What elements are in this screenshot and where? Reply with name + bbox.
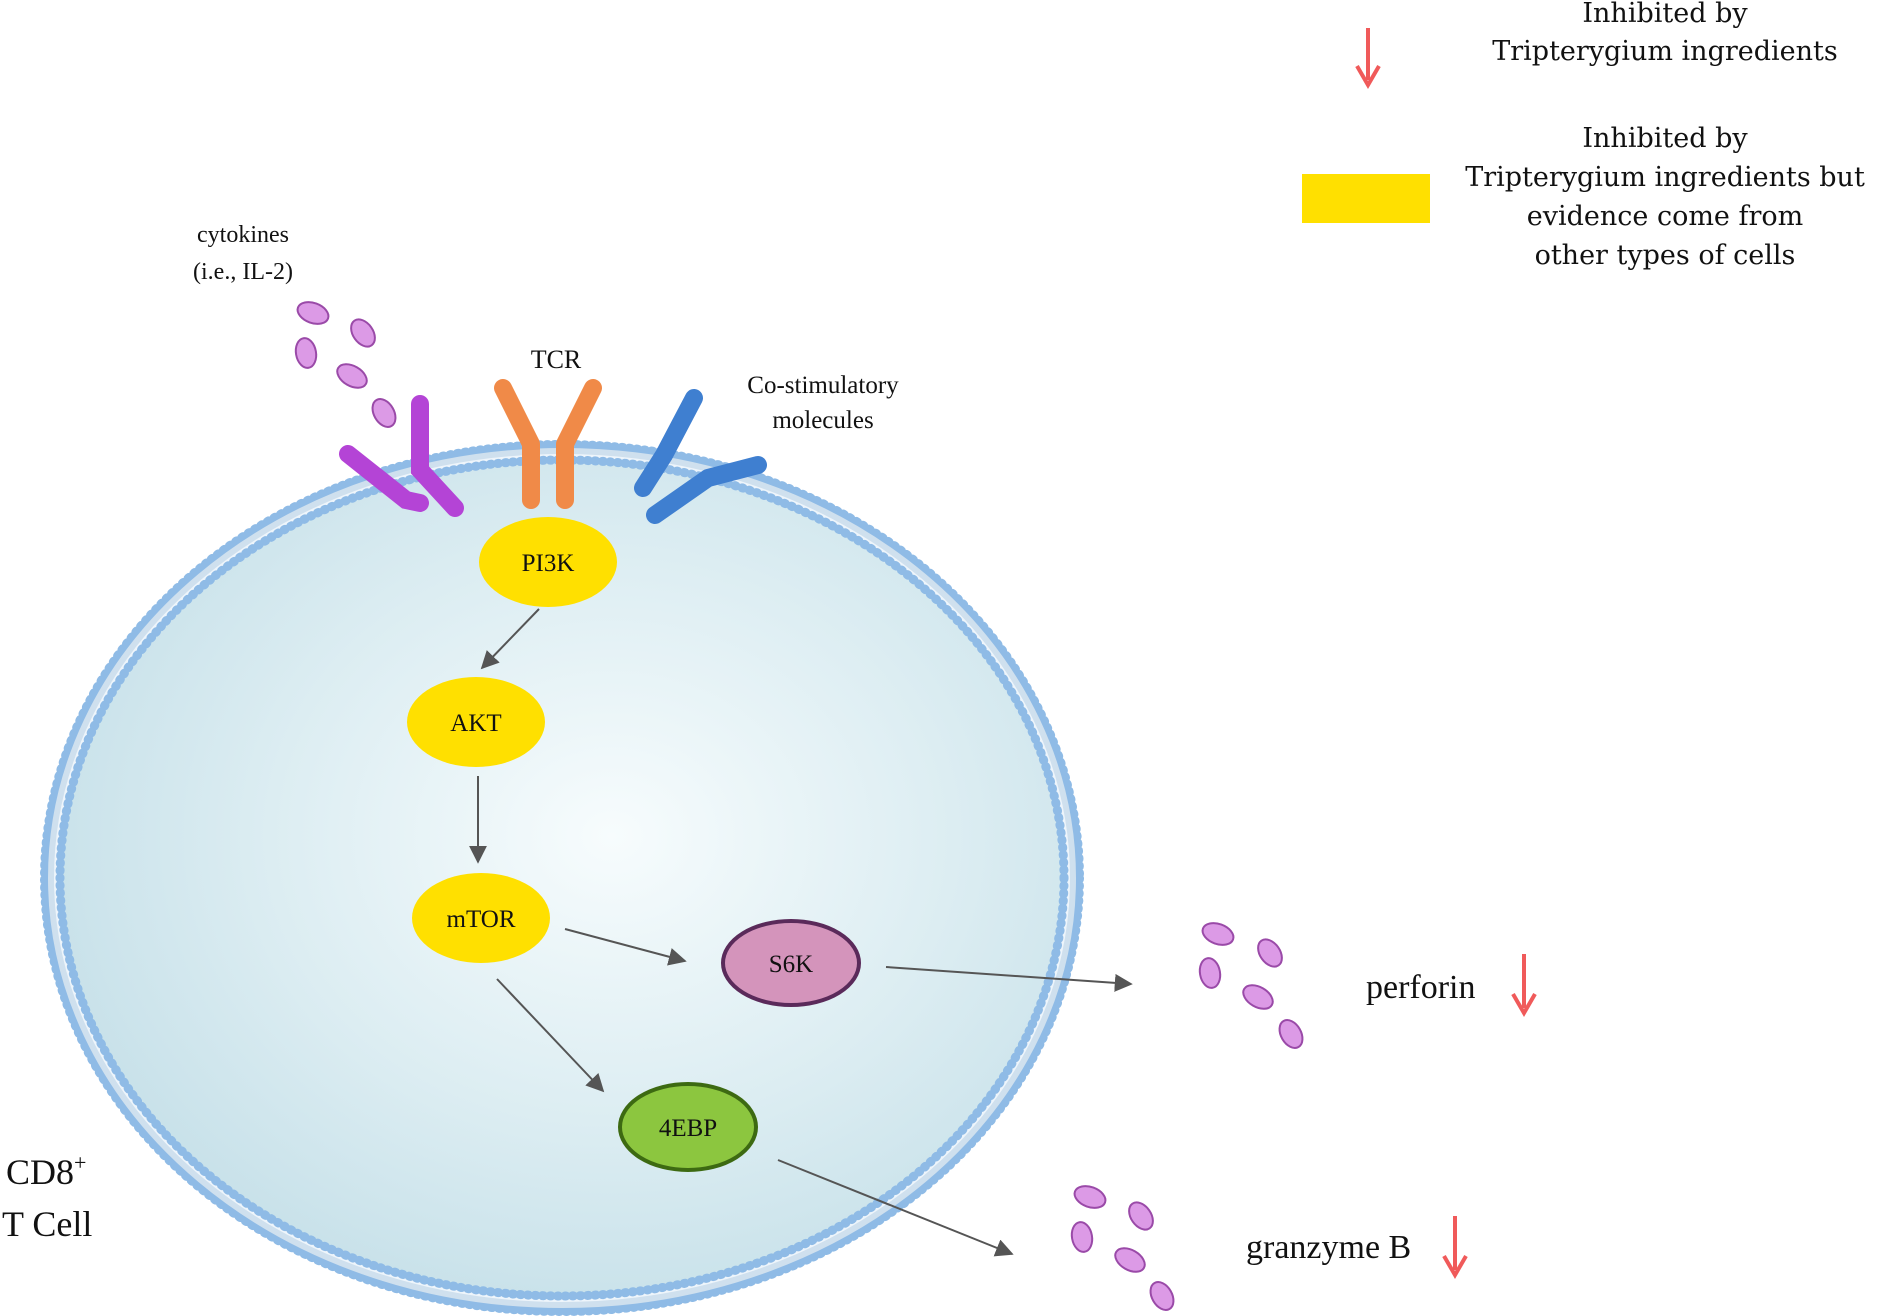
- cell-label-line1: CD8: [6, 1152, 74, 1192]
- arrow-mtor-to-4ebp: [496, 978, 605, 1093]
- cytokine-particle: [350, 318, 376, 348]
- legend: Inhibited by Tripterygium ingredients In…: [1302, 0, 1865, 271]
- legend-box-text-line1: Inhibited by: [1582, 123, 1748, 154]
- cytokine-particles: [294, 301, 397, 428]
- cell-label-superscript: +: [74, 1150, 86, 1175]
- node-pi3k-label: PI3K: [522, 550, 575, 577]
- granzyme-inhibition-arrow-head: [1442, 1254, 1468, 1279]
- legend-box-text-line3: evidence come from: [1527, 201, 1804, 232]
- node-pi3k-shape: [479, 517, 617, 607]
- perforin-particle: [1242, 984, 1274, 1010]
- node-s6k-shape: [721, 919, 861, 1007]
- node-akt-label: AKT: [450, 710, 501, 737]
- legend-box-text-line2: Tripterygium ingredients but: [1465, 162, 1865, 193]
- granzyme-particle: [1149, 1281, 1175, 1311]
- node-4ebp: 4EBP: [618, 1082, 758, 1172]
- arrow-4ebp-to-granzyme: [777, 1159, 1014, 1257]
- arrow-mtor-to-s6k: [564, 928, 687, 966]
- cytokines-label: cytokines: [197, 222, 289, 248]
- node-mtor-shape: [412, 873, 550, 963]
- arrow-pi3k-to-akt: [480, 608, 540, 670]
- granzyme-particle: [1073, 1185, 1107, 1209]
- node-4ebp-label: 4EBP: [659, 1115, 717, 1142]
- node-s6k-label: S6K: [769, 951, 813, 978]
- cytokines-example-label: (i.e., IL-2): [193, 259, 293, 285]
- granzyme-inhibition-arrow: [1442, 1216, 1468, 1279]
- perforin-particle: [1198, 957, 1222, 989]
- legend-box-text-line4: other types of cells: [1535, 240, 1796, 271]
- node-s6k: S6K: [721, 919, 861, 1007]
- perforin-particle: [1257, 938, 1283, 968]
- costimulatory-label: Co-stimulatory: [747, 372, 899, 399]
- perforin-particle: [1201, 922, 1235, 946]
- granzyme-label: granzyme B: [1246, 1229, 1411, 1266]
- node-akt: AKT: [407, 677, 545, 767]
- perforin-particles: [1198, 922, 1304, 1049]
- pathway-arrows: [469, 608, 1133, 1257]
- legend-inhibition-arrow-icon: [1355, 28, 1381, 89]
- node-mtor: mTOR: [412, 873, 550, 963]
- perforin-inhibition-arrow-head: [1511, 992, 1537, 1017]
- legend-inhibition-arrow-head: [1355, 64, 1381, 89]
- perforin-inhibition-arrow: [1511, 954, 1537, 1017]
- granzyme-particle: [1114, 1247, 1146, 1273]
- node-akt-shape: [407, 677, 545, 767]
- legend-arrow-text-line2: Tripterygium ingredients: [1492, 36, 1838, 67]
- granzyme-particles: [1070, 1185, 1175, 1311]
- legend-arrow-text-line1: Inhibited by: [1582, 0, 1748, 29]
- costimulatory-receptor: [634, 389, 767, 524]
- arrow-s6k-to-perforin: [885, 966, 1133, 992]
- cytokine-particle: [294, 337, 318, 369]
- costimulatory-label-line2: molecules: [772, 407, 873, 434]
- cytokine-receptor: [339, 395, 464, 517]
- node-4ebp-shape: [618, 1082, 758, 1172]
- cell: [40, 440, 1084, 1316]
- perforin-label: perforin: [1366, 969, 1476, 1006]
- perforin-particle: [1278, 1019, 1304, 1049]
- granzyme-particle: [1128, 1201, 1154, 1231]
- tcr-receptor: [494, 379, 602, 509]
- cell-label-line2: T Cell: [2, 1204, 92, 1244]
- tcr-label: TCR: [531, 345, 582, 374]
- node-pi3k: PI3K: [479, 517, 617, 607]
- node-mtor-label: mTOR: [447, 906, 516, 933]
- cytokine-particle: [296, 301, 330, 325]
- cell-label: CD8+: [6, 1150, 86, 1192]
- cytokine-particle: [336, 363, 368, 389]
- cytokine-particle: [371, 398, 397, 428]
- granzyme-particle: [1070, 1221, 1094, 1253]
- legend-yellow-swatch: [1302, 174, 1430, 223]
